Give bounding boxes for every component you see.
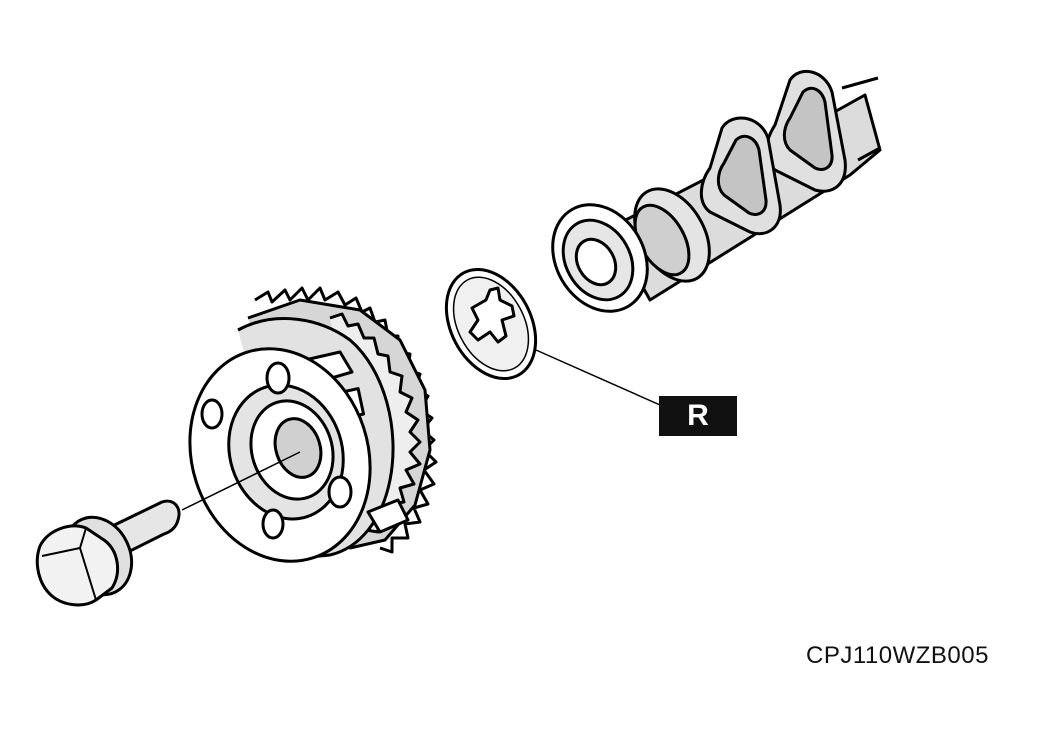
face-hole-right [327,475,353,509]
housing-slot-lower [366,498,410,534]
cam-lobe-rear-face [782,86,834,171]
leader-line-bolt [181,451,301,511]
camshaft-nose-hole [574,237,618,287]
face-hole-top [265,361,291,395]
face-hole-left [200,398,224,430]
flange-bolt [35,499,181,607]
bolt-head-facet [41,527,97,601]
camshaft-end [841,76,881,162]
actuator-bore-inner [273,417,323,479]
camshaft [551,70,882,313]
replace-part-badge: R [659,396,737,436]
leader-line-washer [535,349,661,406]
face-hole-bottom [261,508,285,540]
vvt-actuator [188,286,438,563]
cam-lobe-front-face [716,134,768,216]
washer-cross-slot [468,286,516,344]
figure-code-label: CPJ110WZB005 [806,642,989,669]
retaining-washer [444,267,538,381]
bolt-head [35,524,120,607]
